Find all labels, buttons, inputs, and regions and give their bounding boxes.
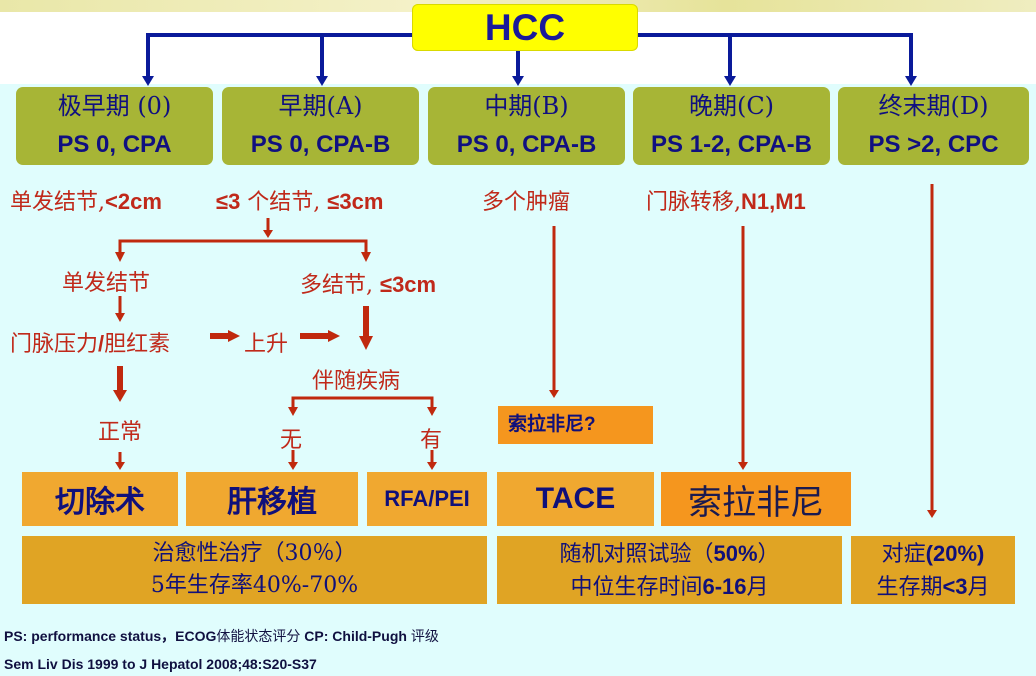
criteria-stage-a: ≤3 个结节, ≤3cm [216,189,384,215]
normal-label: 正常 [98,420,143,445]
multi-nodule-label: 多结节, ≤3cm [300,272,437,298]
criteria-stage-b: 多个肿瘤 [482,190,571,215]
rct-line-1: 随机对照试验（50%） [559,541,780,567]
treatment-rfa-pei: RFA/PEI [367,472,487,526]
result-rct: 随机对照试验（50%） 中位生存时间6-16月 [497,536,842,604]
thick-flow-lines [117,306,369,392]
comorbidity-label: 伴随疾病 [312,369,401,394]
criteria-stage-c: 门脉转移,N1,M1 [646,189,806,215]
sorafenib-question-box: 索拉非尼? [498,406,653,444]
result-curative: 治愈性治疗（30％） 5年生存率40%-70% [22,536,487,604]
flow-arrowheads [113,230,937,518]
with-comorbidity-label: 有 [420,428,443,453]
curative-line-2: 5年生存率40%-70% [150,573,359,598]
symptomatic-line-2: 生存期<3月 [876,574,990,600]
stage-name: 早期(A) [278,92,363,120]
stage-name: 晚期(C) [688,92,775,120]
stage-ps: PS 0, CPA-B [456,131,597,158]
stage-name: 终末期(D) [878,92,989,120]
treatment-tace: TACE [497,472,654,526]
hcc-title: HCC [412,4,638,51]
stage-ps: PS >2, CPC [868,131,999,158]
stage-connector-arrowheads [142,76,917,86]
flow-lines [118,184,934,512]
stage-ps: PS 1-2, CPA-B [651,131,812,158]
portal-pressure-label: 门脉压力/胆红素 [10,331,171,357]
result-symptomatic: 对症(20%) 生存期<3月 [851,536,1015,604]
symptomatic-line-1: 对症(20%) [881,541,985,567]
stage-name: 中期(B) [484,92,569,120]
stage-very-early: 极早期 (0) PS 0, CPA [16,87,213,165]
stage-terminal: 终末期(D) PS >2, CPC [838,87,1029,165]
criteria-stage-0: 单发结节,<2cm [10,189,162,215]
elevated-label: 上升 [244,332,289,357]
treatment-resection: 切除术 [22,472,178,526]
stage-early: 早期(A) PS 0, CPA-B [222,87,419,165]
single-nodule-label: 单发结节 [62,271,151,296]
stage-advanced: 晚期(C) PS 1-2, CPA-B [633,87,830,165]
rct-line-2: 中位生存时间6-16月 [570,574,769,600]
stage-name: 极早期 (0) [57,92,172,120]
no-comorbidity-label: 无 [280,428,303,453]
footnote-abbreviations: PS: performance status，ECOG体能状态评分 CP: Ch… [4,628,439,644]
stage-ps: PS 0, CPA [57,131,172,158]
treatment-sorafenib: 索拉非尼 [661,472,851,526]
stage-ps: PS 0, CPA-B [250,131,391,158]
curative-line-1: 治愈性治疗（30％） [152,541,357,566]
footnote-reference: Sem Liv Dis 1999 to J Hepatol 2008;48:S2… [4,656,317,672]
treatment-transplant: 肝移植 [186,472,358,526]
stage-intermediate: 中期(B) PS 0, CPA-B [428,87,625,165]
stage-connectors [146,33,913,82]
